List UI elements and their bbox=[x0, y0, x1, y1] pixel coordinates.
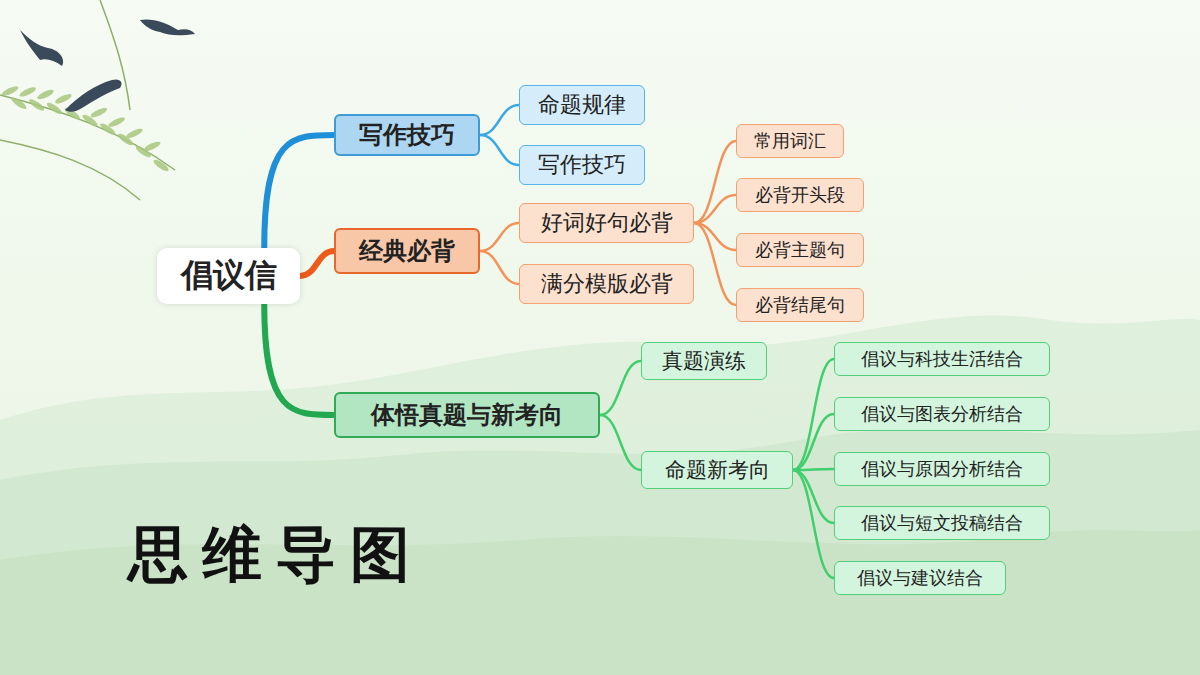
branch-node: 必背结尾句 bbox=[736, 288, 864, 322]
node-text: 倡议与短文投稿结合 bbox=[861, 511, 1023, 535]
branch-node: 倡议与图表分析结合 bbox=[834, 397, 1050, 431]
branch-connector bbox=[793, 470, 834, 523]
branch-connector bbox=[600, 415, 641, 470]
branch-node: 写作技巧 bbox=[519, 145, 645, 185]
branch-node: 常用词汇 bbox=[736, 124, 844, 158]
node-text: 满分模版必背 bbox=[541, 269, 673, 299]
node-text: 倡议与科技生活结合 bbox=[861, 347, 1023, 371]
node-text: 必背开头段 bbox=[755, 183, 845, 207]
node-text: 倡议与建议结合 bbox=[857, 566, 983, 590]
branch-connector bbox=[600, 361, 641, 415]
node-text: 倡议与原因分析结合 bbox=[861, 457, 1023, 481]
branch-node: 满分模版必背 bbox=[519, 264, 694, 304]
branch-node: 倡议与短文投稿结合 bbox=[834, 506, 1050, 540]
branch-connector bbox=[793, 359, 834, 470]
node-text: 必背结尾句 bbox=[755, 293, 845, 317]
branch-connector bbox=[694, 195, 736, 223]
branch-connector bbox=[694, 141, 736, 223]
branch-connector bbox=[480, 251, 519, 284]
branch-node: 真题演练 bbox=[641, 342, 767, 380]
node-text: 必背主题句 bbox=[755, 238, 845, 262]
branch-node: 命题新考向 bbox=[641, 451, 793, 489]
node-text: 写作技巧 bbox=[359, 119, 455, 151]
node-text: 经典必背 bbox=[359, 235, 455, 267]
branch-connector bbox=[694, 223, 736, 305]
willow bbox=[0, 0, 175, 200]
branch-node: 体悟真题与新考向 bbox=[334, 392, 600, 438]
branch-node: 好词好句必背 bbox=[519, 203, 694, 243]
node-text: 命题新考向 bbox=[665, 456, 770, 484]
branch-connector bbox=[480, 105, 519, 135]
node-text: 常用词汇 bbox=[754, 129, 826, 153]
node-text: 倡议信 bbox=[181, 254, 277, 298]
mountain bbox=[0, 430, 1200, 675]
branch-node: 命题规律 bbox=[519, 85, 645, 125]
branch-connector bbox=[264, 304, 334, 415]
mountain bbox=[0, 316, 1200, 675]
root-node: 倡议信 bbox=[157, 248, 300, 304]
node-text: 写作技巧 bbox=[538, 150, 626, 180]
node-text: 倡议与图表分析结合 bbox=[861, 402, 1023, 426]
big-title-label: 思维导图 bbox=[128, 515, 424, 596]
branch-node: 倡议与建议结合 bbox=[834, 561, 1006, 595]
branch-node: 必背主题句 bbox=[736, 233, 864, 267]
branch-node: 必背开头段 bbox=[736, 178, 864, 212]
branch-connector bbox=[793, 470, 834, 578]
branch-connector bbox=[480, 223, 519, 251]
branch-node: 经典必背 bbox=[334, 228, 480, 274]
branch-node: 写作技巧 bbox=[334, 114, 480, 156]
branch-connector bbox=[793, 414, 834, 470]
branch-connector bbox=[793, 469, 834, 470]
node-text: 真题演练 bbox=[662, 347, 746, 375]
branch-connector bbox=[480, 135, 519, 165]
branch-connector bbox=[264, 135, 334, 248]
branch-node: 倡议与科技生活结合 bbox=[834, 342, 1050, 376]
branch-node: 倡议与原因分析结合 bbox=[834, 452, 1050, 486]
node-text: 好词好句必背 bbox=[541, 208, 673, 238]
swallow bbox=[20, 19, 195, 111]
node-text: 命题规律 bbox=[538, 90, 626, 120]
node-text: 体悟真题与新考向 bbox=[371, 399, 563, 431]
branch-connector bbox=[300, 251, 334, 276]
